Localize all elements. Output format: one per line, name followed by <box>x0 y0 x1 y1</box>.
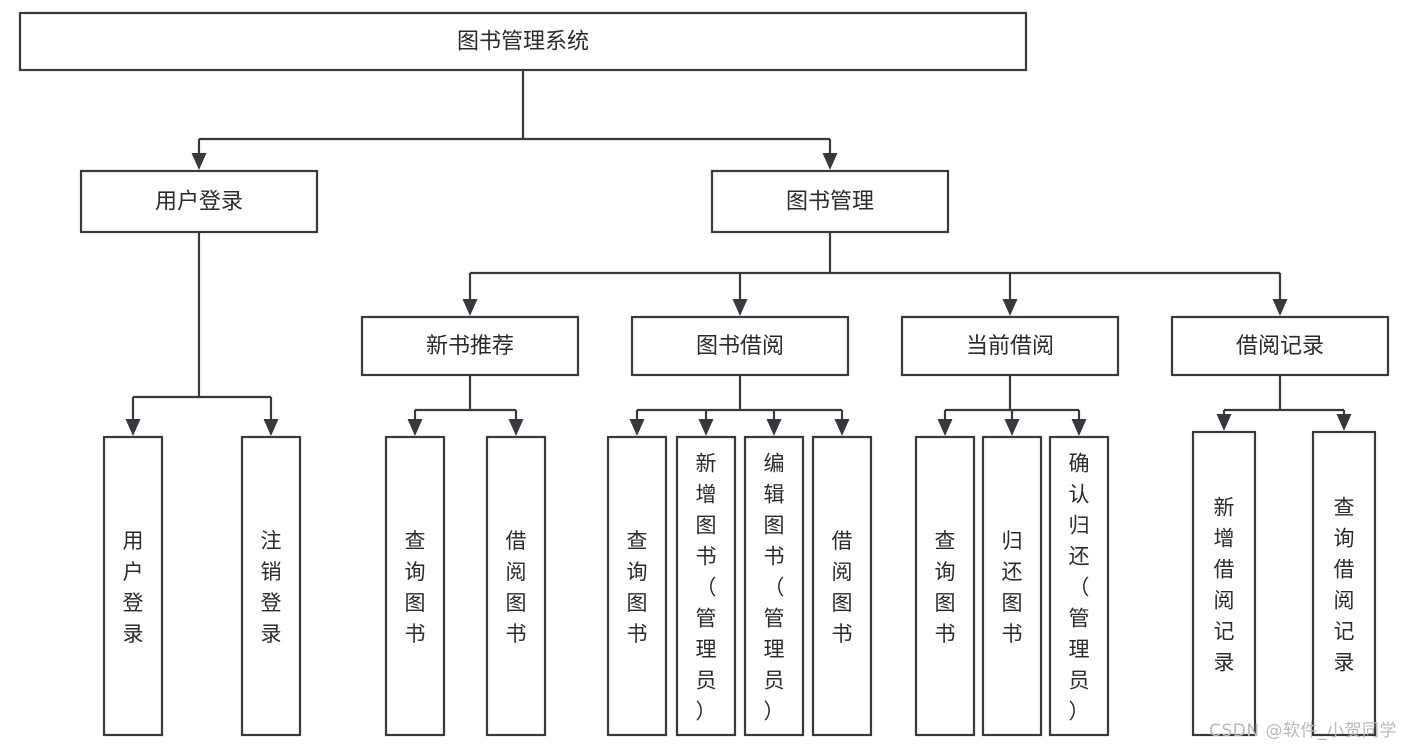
arrow-head-icon <box>462 299 478 316</box>
node-label-leaf-borrow-book-2: 借阅图书 <box>832 529 853 646</box>
node-borrow-record[interactable]: 借阅记录 <box>1170 315 1390 377</box>
node-label-book-manage: 图书管理 <box>786 190 874 215</box>
node-box-current-borrow <box>900 315 1120 377</box>
node-leaf-query-book-3[interactable]: 查询图书 <box>914 435 976 737</box>
node-box-leaf-query-book-3 <box>914 435 976 737</box>
arrow-head-icon <box>834 419 850 436</box>
node-leaf-add-record[interactable]: 新增借阅记录 <box>1191 430 1257 737</box>
node-box-leaf-edit-book <box>743 435 805 737</box>
arrow-head-icon <box>629 419 645 436</box>
arrow-head-icon <box>732 299 748 316</box>
arrow-head-icon <box>263 419 279 436</box>
node-leaf-logout[interactable]: 注销登录 <box>240 435 302 737</box>
arrow-head-icon <box>1336 414 1352 431</box>
node-label-user-login: 用户登录 <box>155 190 243 215</box>
node-book-borrow[interactable]: 图书借阅 <box>630 315 850 377</box>
node-box-leaf-add-record <box>1191 430 1257 737</box>
arrow-head-icon <box>1216 414 1232 431</box>
node-box-new-book-recommend <box>360 315 580 377</box>
node-label-new-book-recommend: 新书推荐 <box>426 334 514 359</box>
node-label-leaf-query-book-1: 查询图书 <box>405 529 426 646</box>
node-box-user-login <box>79 169 319 234</box>
node-box-leaf-query-book-2 <box>606 435 668 737</box>
node-leaf-borrow-book-1[interactable]: 借阅图书 <box>485 435 547 737</box>
node-box-leaf-query-book-1 <box>384 435 446 737</box>
node-label-leaf-user-login: 用户登录 <box>123 529 144 646</box>
node-label-leaf-query-record: 查询借阅记录 <box>1334 496 1355 675</box>
csdn-watermark: CSDN @软件_小贺同学 <box>1209 721 1397 741</box>
node-leaf-edit-book[interactable]: 编辑图书（管理员） <box>743 435 805 737</box>
arrow-head-icon <box>407 419 423 436</box>
arrow-head-icon <box>937 419 953 436</box>
node-box-leaf-logout <box>240 435 302 737</box>
arrow-head-icon <box>1004 419 1020 436</box>
diagram-nodes-layer: 图书管理系统用户登录图书管理新书推荐图书借阅当前借阅借阅记录用户登录注销登录查询… <box>18 11 1390 737</box>
arrow-head-icon <box>822 153 838 170</box>
node-box-leaf-add-book <box>675 435 737 737</box>
node-label-book-borrow: 图书借阅 <box>696 334 784 359</box>
node-box-root <box>18 11 1028 72</box>
node-label-leaf-borrow-book-1: 借阅图书 <box>506 529 527 646</box>
arrow-head-icon <box>1002 299 1018 316</box>
node-box-borrow-record <box>1170 315 1390 377</box>
node-box-leaf-borrow-book-2 <box>811 435 873 737</box>
node-box-book-borrow <box>630 315 850 377</box>
node-label-root: 图书管理系统 <box>457 30 589 55</box>
node-book-manage[interactable]: 图书管理 <box>710 169 950 234</box>
node-box-leaf-return-book <box>981 435 1043 737</box>
node-new-book-recommend[interactable]: 新书推荐 <box>360 315 580 377</box>
node-box-book-manage <box>710 169 950 234</box>
node-label-leaf-add-record: 新增借阅记录 <box>1214 496 1235 675</box>
node-label-leaf-return-book: 归还图书 <box>1002 529 1023 646</box>
arrow-head-icon <box>766 419 782 436</box>
node-leaf-query-book-1[interactable]: 查询图书 <box>384 435 446 737</box>
connector-edges-layer <box>125 70 1352 436</box>
node-user-login[interactable]: 用户登录 <box>79 169 319 234</box>
node-leaf-return-book[interactable]: 归还图书 <box>981 435 1043 737</box>
node-label-current-borrow: 当前借阅 <box>966 334 1054 359</box>
node-label-borrow-record: 借阅记录 <box>1236 334 1324 359</box>
arrow-head-icon <box>191 153 207 170</box>
arrow-head-icon <box>1071 419 1087 436</box>
node-leaf-borrow-book-2[interactable]: 借阅图书 <box>811 435 873 737</box>
node-label-leaf-logout: 注销登录 <box>261 529 282 646</box>
node-leaf-query-book-2[interactable]: 查询图书 <box>606 435 668 737</box>
node-leaf-query-record[interactable]: 查询借阅记录 <box>1311 430 1377 737</box>
node-root[interactable]: 图书管理系统 <box>18 11 1028 72</box>
node-current-borrow[interactable]: 当前借阅 <box>900 315 1120 377</box>
node-label-leaf-query-book-2: 查询图书 <box>627 529 648 646</box>
node-box-leaf-borrow-book-1 <box>485 435 547 737</box>
arrow-head-icon <box>125 419 141 436</box>
node-label-leaf-add-book: 新增图书（管理员） <box>696 452 717 724</box>
node-leaf-confirm-return[interactable]: 确认归还（管理员） <box>1048 435 1110 737</box>
arrow-head-icon <box>698 419 714 436</box>
arrow-head-icon <box>1272 299 1288 316</box>
arrow-head-icon <box>508 419 524 436</box>
node-label-leaf-confirm-return: 确认归还（管理员） <box>1069 452 1090 724</box>
node-leaf-user-login[interactable]: 用户登录 <box>102 435 164 737</box>
node-label-leaf-query-book-3: 查询图书 <box>935 529 956 646</box>
node-box-leaf-confirm-return <box>1048 435 1110 737</box>
node-leaf-add-book[interactable]: 新增图书（管理员） <box>675 435 737 737</box>
node-box-leaf-query-record <box>1311 430 1377 737</box>
node-box-leaf-user-login <box>102 435 164 737</box>
node-label-leaf-edit-book: 编辑图书（管理员） <box>764 452 785 724</box>
